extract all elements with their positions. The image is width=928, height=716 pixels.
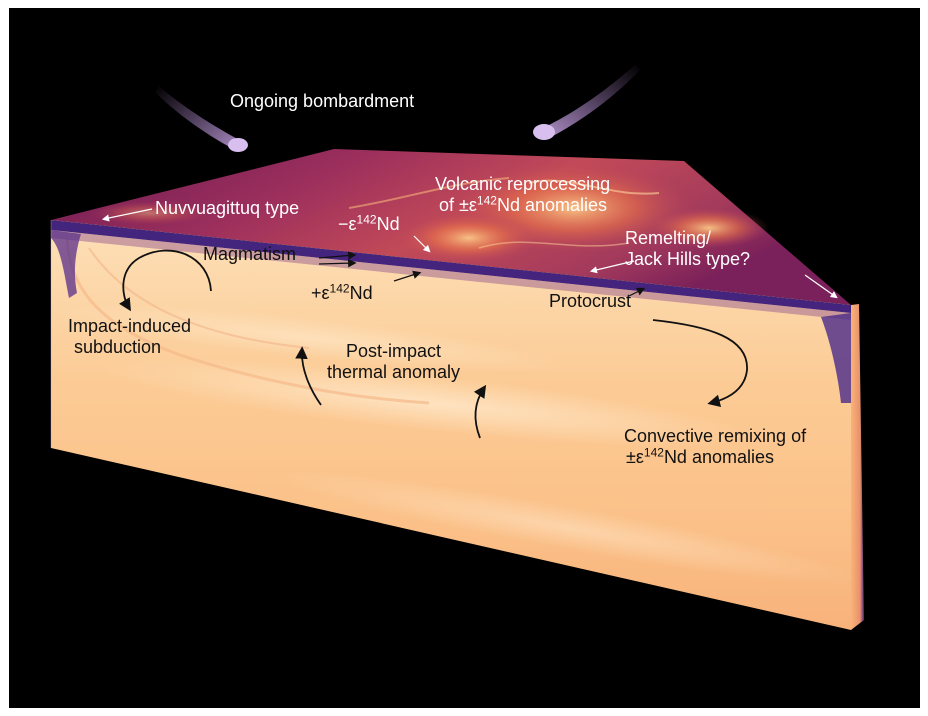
block-side-face — [851, 304, 864, 630]
label-negative-epsilon-nd: −ε142Nd — [338, 212, 400, 234]
label-volcanic-reprocessing: Volcanic reprocessing of ±ε142Nd anomali… — [435, 174, 611, 215]
pointer-neg-epsilon — [413, 235, 431, 253]
pointer-pos-epsilon — [393, 270, 422, 282]
pointer-protocrust — [628, 287, 646, 297]
pointer-magmatism-1 — [318, 251, 357, 260]
label-convective-remixing: Convective remixing of ±ε142Nd anomalies — [624, 426, 807, 467]
label-ongoing-bombardment: Ongoing bombardment — [230, 91, 415, 111]
impactor-trail-right — [533, 64, 640, 140]
surface-top — [51, 149, 851, 305]
label-post-impact-thermal-anomaly: Post-impact thermal anomaly — [327, 341, 461, 382]
label-protocrust: Protocrust — [549, 291, 632, 311]
arrow-convective-remixing — [652, 319, 748, 407]
mantle-block-illustration — [50, 64, 864, 630]
label-remelting-jack-hills: Remelting/ Jack Hills type? — [625, 228, 751, 269]
pointer-magmatism-2 — [318, 258, 357, 268]
figure-frame: Ongoing bombardment Nuvvuagittuq type Vo… — [9, 8, 920, 708]
block-front-face — [50, 220, 851, 630]
pointer-jack-hills — [804, 274, 838, 299]
arrow-impact-subduction — [119, 249, 212, 312]
pointer-remelting — [589, 260, 635, 274]
label-magmatism: Magmatism — [203, 244, 297, 264]
label-positive-epsilon-nd: +ε142Nd — [311, 281, 373, 303]
arrow-post-impact-left — [295, 346, 322, 406]
label-impact-induced-subduction: Impact-induced subduction — [68, 316, 192, 357]
label-nuvvuagittuq-type: Nuvvuagittuq type — [155, 198, 300, 218]
pointer-nuvvuagittuq — [101, 208, 153, 222]
impactor-trail-left — [155, 86, 248, 152]
arrow-post-impact-right — [473, 384, 487, 439]
